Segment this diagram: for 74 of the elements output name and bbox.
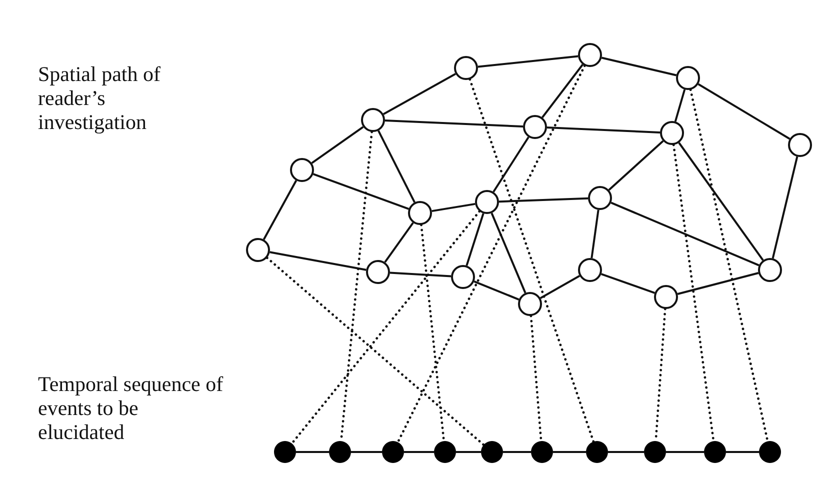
path-node-circle xyxy=(523,115,547,139)
dotted-line xyxy=(689,88,769,442)
event-dot xyxy=(759,441,781,463)
connector-line xyxy=(600,273,656,294)
event-dot xyxy=(382,441,404,463)
connector-line xyxy=(474,280,520,300)
connector-line xyxy=(466,213,484,266)
event-dot xyxy=(531,441,553,463)
connector-line xyxy=(677,272,759,295)
connector-line xyxy=(384,222,414,263)
path-node-circle xyxy=(660,121,684,145)
connector-line xyxy=(542,64,584,118)
path-node-circle xyxy=(588,186,612,210)
connector-line xyxy=(590,210,600,258)
event-dot xyxy=(644,441,666,463)
event-dot xyxy=(274,441,296,463)
connector-line xyxy=(382,72,456,116)
event-dot xyxy=(329,441,351,463)
connector-line xyxy=(498,197,588,203)
connector-line xyxy=(678,142,764,261)
connector-line xyxy=(772,156,798,259)
connector-line xyxy=(540,275,580,299)
path-node-circle xyxy=(788,133,812,157)
connector-line xyxy=(698,83,790,140)
connector-line xyxy=(312,173,410,210)
connector-line xyxy=(490,212,526,294)
connector-line xyxy=(384,120,524,128)
connector-line xyxy=(553,451,586,453)
path-node-circle xyxy=(676,66,700,90)
path-node-circle xyxy=(578,43,602,67)
connector-line xyxy=(432,202,476,212)
path-node-circle xyxy=(454,56,478,80)
dotted-line xyxy=(468,78,595,443)
dotted-line xyxy=(266,256,485,446)
connector-line xyxy=(726,451,759,453)
connector-line xyxy=(492,136,530,192)
connector-line xyxy=(608,451,644,453)
connector-line xyxy=(404,451,434,453)
path-node-circle xyxy=(451,265,475,289)
connector-line xyxy=(296,451,329,453)
connector-line xyxy=(351,451,382,453)
event-dot xyxy=(704,441,726,463)
connector-line xyxy=(610,202,760,266)
path-node-circle xyxy=(758,258,782,282)
caption-text: Temporal sequence of events to be elucidated xyxy=(38,372,224,444)
path-node-circle xyxy=(578,258,602,282)
connector-line xyxy=(478,55,578,68)
connector-line xyxy=(674,89,686,122)
dotted-line xyxy=(672,144,715,442)
path-node-circle xyxy=(518,292,542,316)
caption-text: Spatial path of reader’s investigation xyxy=(38,62,162,134)
path-node-circle xyxy=(361,108,385,132)
path-node-circle xyxy=(475,190,499,214)
connector-line xyxy=(503,451,531,453)
connector-line xyxy=(311,126,364,164)
connector-line xyxy=(270,251,366,271)
connector-line xyxy=(390,272,452,278)
connector-line xyxy=(378,130,416,203)
event-dot xyxy=(434,441,456,463)
path-node-circle xyxy=(408,201,432,225)
connector-line xyxy=(262,180,298,240)
event-dot xyxy=(481,441,503,463)
event-dot xyxy=(586,441,608,463)
connector-line xyxy=(546,126,660,134)
dotted-line xyxy=(396,64,586,444)
connector-line xyxy=(608,140,664,191)
dotted-line xyxy=(290,210,481,445)
path-node-circle xyxy=(290,158,314,182)
path-node-circle xyxy=(366,260,390,284)
connector-line xyxy=(601,56,677,76)
path-node-circle xyxy=(246,238,270,262)
connector-line xyxy=(456,451,481,453)
connector-line xyxy=(666,451,704,453)
path-node-circle xyxy=(654,285,678,309)
